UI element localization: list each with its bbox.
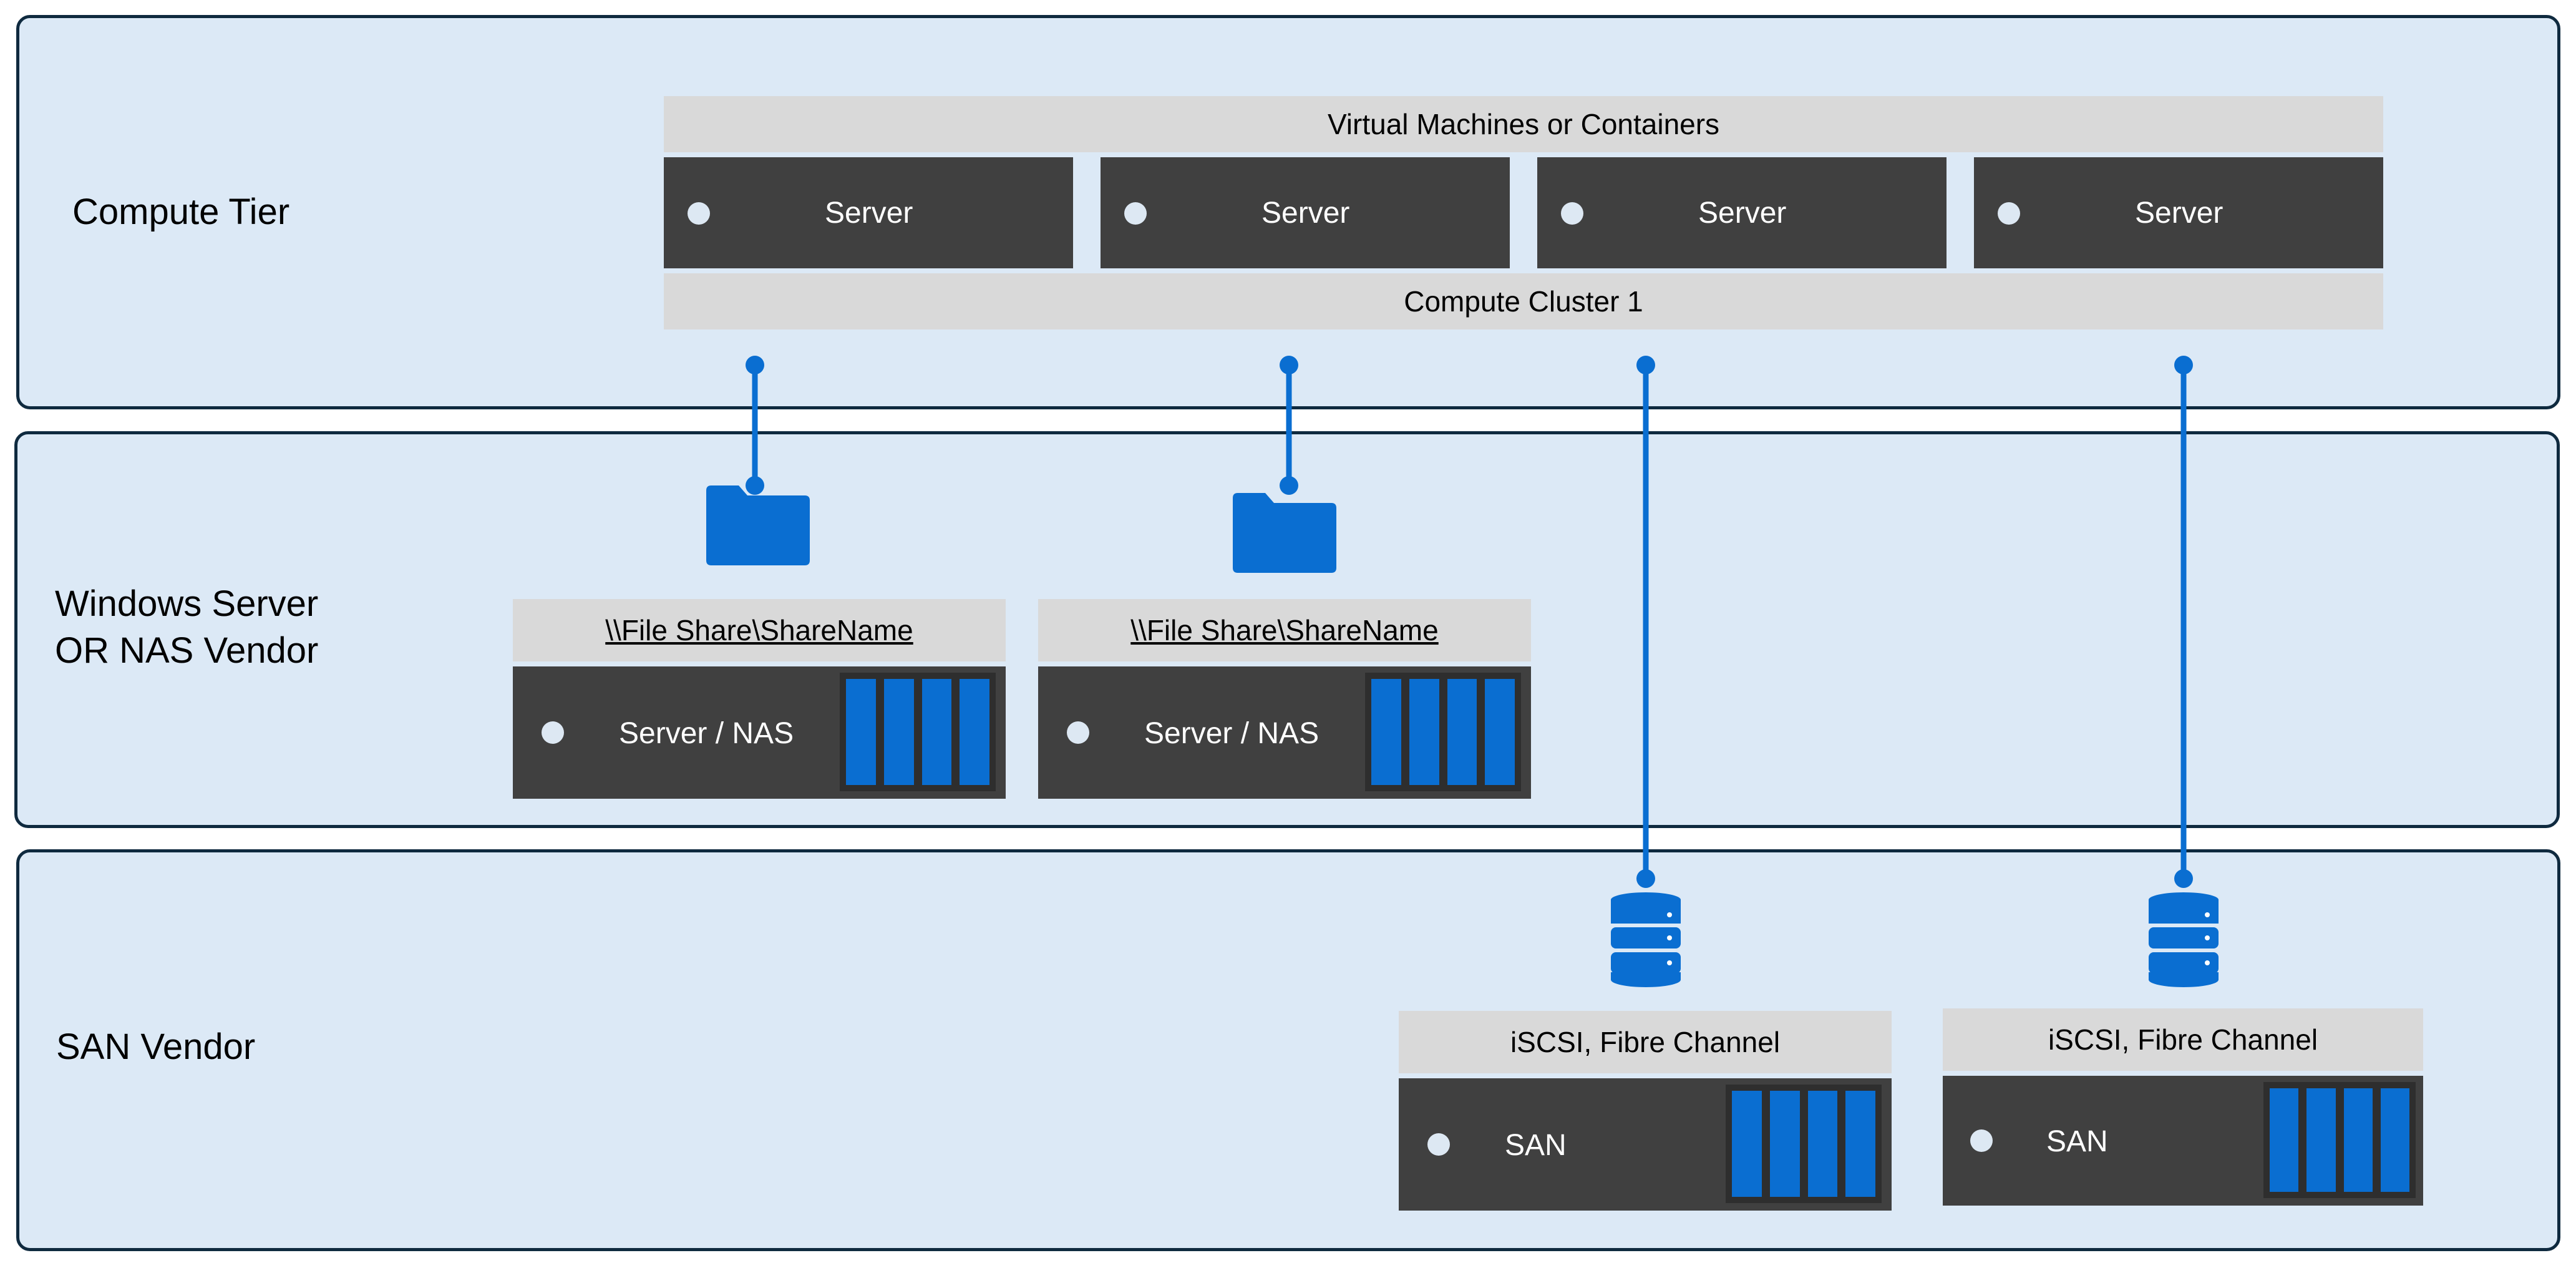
database-icon [1611, 892, 1681, 987]
connector-2 [1280, 356, 1298, 485]
san-device-2: SAN [1943, 1076, 2423, 1206]
folder-icon [1233, 476, 1336, 573]
file-share-path: \\File Share\ShareName [513, 599, 1006, 661]
file-server-2: Server / NAS [1038, 666, 1531, 799]
status-led-icon [542, 721, 564, 744]
compute-tier-label: Compute Tier [72, 192, 290, 232]
status-led-icon [1067, 721, 1089, 744]
compute-server-4: Server [1974, 157, 2383, 268]
compute-server-3: Server [1537, 157, 1947, 268]
file-tier-label: Windows Server OR NAS Vendor [55, 583, 319, 671]
server-label: Server [1698, 197, 1787, 230]
server-label: Server [1261, 197, 1350, 230]
file-server-label: Server / NAS [1144, 717, 1320, 750]
database-icon [2149, 892, 2219, 987]
status-led-icon [688, 202, 710, 225]
status-led-icon [1998, 202, 2020, 225]
server-label: Server [825, 197, 913, 230]
san-label: SAN [1505, 1129, 1567, 1162]
server-label: Server [2135, 197, 2224, 230]
drive-bay [840, 673, 996, 791]
drive-bay [1365, 673, 1521, 791]
connector-1 [746, 356, 764, 485]
compute-server-1: Server [664, 157, 1073, 268]
san-protocol-bar: iSCSI, Fibre Channel [1399, 1011, 1892, 1073]
drive-bay [2263, 1082, 2416, 1198]
connector-3 [1636, 356, 1655, 888]
drive-bay [1726, 1085, 1882, 1203]
file-share-path: \\File Share\ShareName [1038, 599, 1531, 661]
folder-icon [706, 476, 810, 565]
file-server-1: Server / NAS [513, 666, 1006, 799]
compute-server-2: Server [1101, 157, 1510, 268]
file-server-label: Server / NAS [619, 717, 794, 750]
status-led-icon [1561, 202, 1583, 225]
san-label: SAN [2046, 1125, 2108, 1158]
status-led-icon [1427, 1133, 1450, 1156]
status-led-icon [1970, 1129, 1993, 1152]
san-device-1: SAN [1399, 1078, 1892, 1211]
connector-4 [2174, 356, 2193, 888]
san-tier-label: SAN Vendor [56, 1026, 256, 1067]
san-protocol-bar: iSCSI, Fibre Channel [1943, 1008, 2423, 1071]
compute-cluster-bar: Compute Cluster 1 [664, 273, 2383, 329]
status-led-icon [1124, 202, 1147, 225]
vm-container-bar: Virtual Machines or Containers [664, 96, 2383, 152]
